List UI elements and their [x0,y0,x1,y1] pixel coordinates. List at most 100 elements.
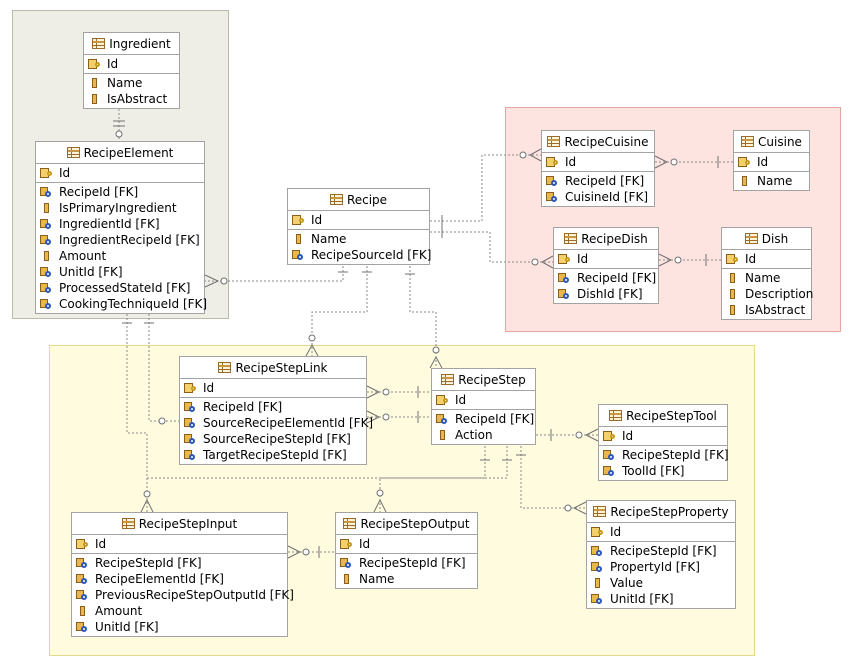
column-row[interactable]: PropertyId [FK] [587,559,735,575]
foreign-key-icon [40,266,54,278]
entity-title: RecipeElement [83,145,174,160]
column-label: RecipeId [FK] [577,271,657,285]
column-row[interactable]: RecipeId [FK] [36,184,204,200]
column-row[interactable]: Id [336,536,477,552]
foreign-key-icon [184,401,198,413]
column-row[interactable]: IsAbstract [84,91,179,107]
column-row[interactable]: Id [542,154,654,170]
column-row[interactable]: UnitId [FK] [36,264,204,280]
entity-header: RecipeStepProperty [587,501,735,523]
table-icon [593,506,607,517]
connector-recipeelement-steplink [144,310,179,425]
column-row[interactable]: RecipeId [FK] [542,173,654,189]
column-row[interactable]: Action [432,427,535,443]
column-label: ProcessedStateId [FK] [59,281,191,295]
entity-title: RecipeStepInput [138,516,238,531]
column-row[interactable]: RecipeId [FK] [554,270,658,286]
column-label: PropertyId [FK] [610,560,700,574]
column-row[interactable]: Value [587,575,735,591]
column-row[interactable]: UnitId [FK] [72,619,287,635]
column-row[interactable]: Amount [36,248,204,264]
column-row[interactable]: RecipeStepId [FK] [336,555,477,571]
column-row[interactable]: Name [734,173,809,189]
column-row[interactable]: PreviousRecipeStepOutputId [FK] [72,587,294,603]
column-row[interactable]: Name [722,270,811,286]
column-row[interactable]: CookingTechniqueId [FK] [36,296,207,312]
column-row[interactable]: RecipeId [FK] [432,411,535,427]
column-row[interactable]: Id [587,524,735,540]
column-icon [88,93,102,105]
attribute-section: Name [734,172,809,190]
column-row[interactable]: DishId [FK] [554,286,658,302]
connector-recipe-recipedish [430,226,554,269]
column-row[interactable]: Id [288,212,429,228]
column-row[interactable]: Id [180,380,366,396]
column-row[interactable]: TargetRecipeStepId [FK] [180,447,366,463]
column-row[interactable]: ProcessedStateId [FK] [36,280,204,296]
column-label: Name [311,232,347,246]
foreign-key-icon [184,417,198,429]
column-row[interactable]: CuisineId [FK] [542,189,654,205]
column-row[interactable]: Name [336,571,477,587]
column-label: IsAbstract [745,303,806,317]
column-row[interactable]: Amount [72,603,287,619]
foreign-key-icon [76,589,90,601]
column-row[interactable]: IsAbstract [722,302,811,318]
entity-header: RecipeStepTool [599,405,727,427]
connector-recipestep-property [516,442,587,515]
foreign-key-icon [292,249,306,261]
column-row[interactable]: Id [722,251,811,267]
column-icon [88,77,102,89]
column-row[interactable]: IngredientId [FK] [36,216,204,232]
column-row[interactable]: Id [432,392,535,408]
column-row[interactable]: RecipeStepId [FK] [599,447,729,463]
column-label: RecipeId [FK] [59,185,139,199]
column-row[interactable]: UnitId [FK] [587,591,735,607]
column-label: CuisineId [FK] [565,190,648,204]
column-row[interactable]: Id [72,536,287,552]
connector-recipestep-input [147,442,490,479]
column-row[interactable]: RecipeElementId [FK] [72,571,287,587]
column-row[interactable]: Id [554,251,658,267]
column-row[interactable]: Name [288,231,429,247]
column-row[interactable]: Name [84,75,179,91]
column-label: Id [203,381,215,395]
foreign-key-icon [591,545,605,557]
foreign-key-icon [76,557,90,569]
column-row[interactable]: RecipeId [FK] [180,399,366,415]
column-row[interactable]: Id [36,165,204,181]
column-row[interactable]: SourceRecipeStepId [FK] [180,431,366,447]
column-label: RecipeId [FK] [455,412,535,426]
column-label: TargetRecipeStepId [FK] [203,448,347,462]
column-row[interactable]: RecipeSourceId [FK] [288,247,431,263]
foreign-key-icon [40,186,54,198]
column-row[interactable]: Id [84,56,179,72]
column-row[interactable]: Description [722,286,813,302]
column-row[interactable]: RecipeStepId [FK] [72,555,287,571]
column-label: Id [565,155,577,169]
column-row[interactable]: Id [599,428,727,444]
column-row[interactable]: Id [734,154,809,170]
column-row[interactable]: SourceRecipeElementId [FK] [180,415,373,431]
column-row[interactable]: RecipeStepId [FK] [587,543,735,559]
column-icon [726,272,740,284]
connector-recipestep-steplink-target [366,410,431,424]
column-row[interactable]: ToolId [FK] [599,463,727,479]
column-row[interactable]: IngredientRecipeId [FK] [36,232,204,248]
column-row[interactable]: IsPrimaryIngredient [36,200,204,216]
